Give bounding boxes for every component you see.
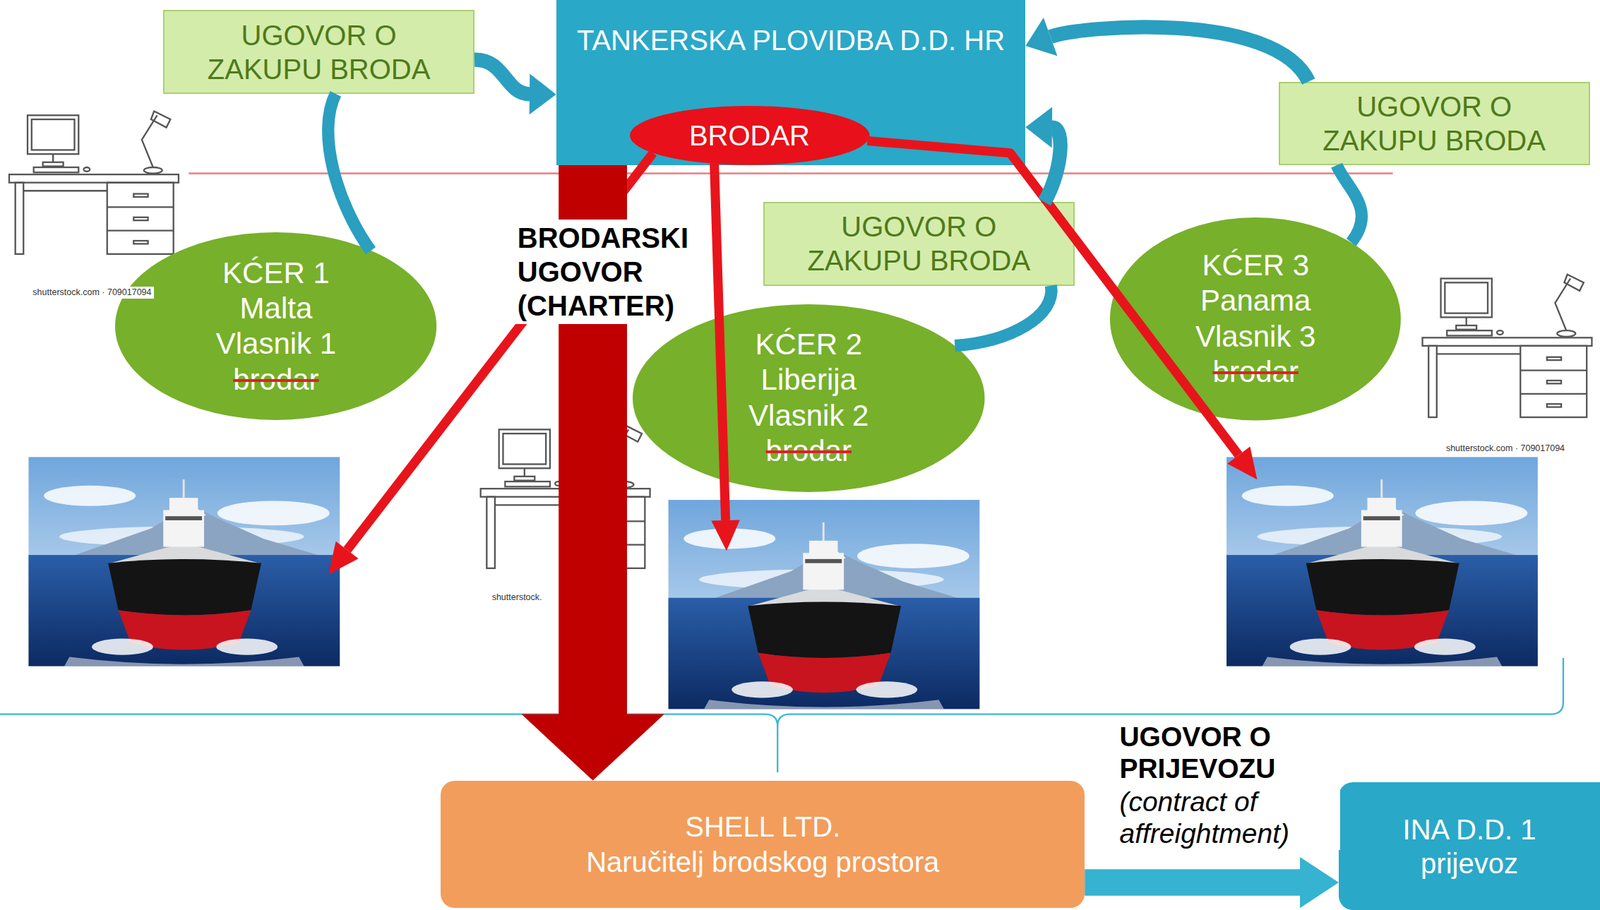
ship-arrow — [867, 140, 1239, 455]
tanker-picture — [668, 499, 981, 709]
edge-label: UGOVOR O PRIJEVOZU — [1117, 720, 1341, 787]
ship-arrowhead — [1227, 446, 1257, 480]
ellipse-shape — [115, 232, 437, 421]
subsidiary-ellipse: KĆER 1 Malta Vlasnik 1brodar — [115, 232, 437, 421]
node-text: brodar — [732, 433, 885, 469]
watermark: shutterstock. — [490, 591, 545, 604]
receiver-box: INA D.D. 1 prijevoz — [1338, 782, 1600, 910]
arrow-shaft — [474, 60, 530, 95]
edge-label: BRODARSKI UGOVOR (CHARTER) — [515, 219, 697, 325]
ship-arrowhead — [328, 541, 358, 575]
charterer-box: SHELL LTD.Naručitelj brodskog prostora — [440, 780, 1085, 909]
node-text: TANKERSKA PLOVIDBA D.D. HR — [575, 22, 1007, 58]
arrow-body — [1084, 857, 1339, 909]
contract-note: (contract of affreightment) — [1117, 785, 1341, 851]
tanker-picture — [28, 456, 340, 666]
ellipse-shape — [629, 105, 870, 166]
divider-line — [188, 172, 1393, 175]
curved-arrow — [1025, 17, 1309, 82]
desk-picture — [1418, 259, 1598, 423]
curved-arrow — [954, 285, 1052, 346]
watermark: shutterstock.com · 709017094 — [1443, 442, 1567, 455]
node-text: SHELL LTD. — [684, 809, 841, 845]
ship-arrow — [714, 163, 726, 521]
node-text: KĆER 1 Malta Vlasnik 1 — [199, 255, 352, 363]
arrow-shaft — [954, 285, 1052, 346]
curved-arrow — [1025, 107, 1060, 203]
curved-arrow — [1336, 165, 1362, 243]
arrowhead — [1025, 107, 1053, 149]
curved-arrow — [474, 60, 557, 116]
ship-arrow — [347, 153, 654, 551]
subsidiary-ellipse: KĆER 3 Panama Vlasnik 3brodar — [1109, 217, 1401, 421]
node-text: brodar — [1179, 354, 1332, 390]
block-arrow — [1084, 857, 1339, 909]
contract-box: UGOVOR O ZAKUPU BRODA — [163, 9, 475, 94]
arrow-shaft — [328, 93, 371, 251]
ellipse-shape — [632, 304, 985, 493]
node-text: brodar — [199, 362, 352, 398]
arrow-shaft — [1336, 165, 1362, 243]
ellipse-outline — [1109, 217, 1401, 421]
company-box: TANKERSKA PLOVIDBA D.D. HR BRODAR — [556, 0, 1026, 166]
role-ellipse: BRODAR — [629, 105, 870, 166]
ship-arrowhead — [711, 519, 740, 551]
desk-picture — [4, 96, 184, 260]
contract-box: UGOVOR O ZAKUPU BRODA — [763, 201, 1075, 286]
desk-picture — [476, 410, 656, 575]
tanker-picture — [1226, 456, 1538, 666]
node-text: KĆER 2 Liberija Vlasnik 2 — [732, 326, 885, 434]
ellipse-shape — [1109, 217, 1401, 421]
watermark: shutterstock.com · 709017094 — [30, 286, 154, 299]
node-text: INA D.D. 1 prijevoz — [1363, 812, 1576, 881]
arrow-shaft — [1044, 127, 1061, 203]
node-text: UGOVOR O ZAKUPU BRODA — [791, 209, 1046, 278]
node-text: KĆER 3 Panama Vlasnik 3 — [1179, 247, 1332, 355]
arrowhead — [529, 73, 557, 115]
arrow-shaft — [1050, 26, 1310, 82]
subsidiary-ellipse: KĆER 2 Liberija Vlasnik 2brodar — [632, 304, 985, 493]
node-text: UGOVOR O ZAKUPU BRODA — [192, 18, 447, 87]
arrowhead — [1025, 17, 1058, 56]
contract-box: UGOVOR O ZAKUPU BRODA — [1278, 81, 1591, 166]
node-text: Naručitelj brodskog prostora — [586, 844, 940, 880]
node-text: UGOVOR O ZAKUPU BRODA — [1306, 89, 1562, 158]
curved-arrow — [328, 93, 371, 251]
node-text: BRODAR — [689, 118, 810, 153]
